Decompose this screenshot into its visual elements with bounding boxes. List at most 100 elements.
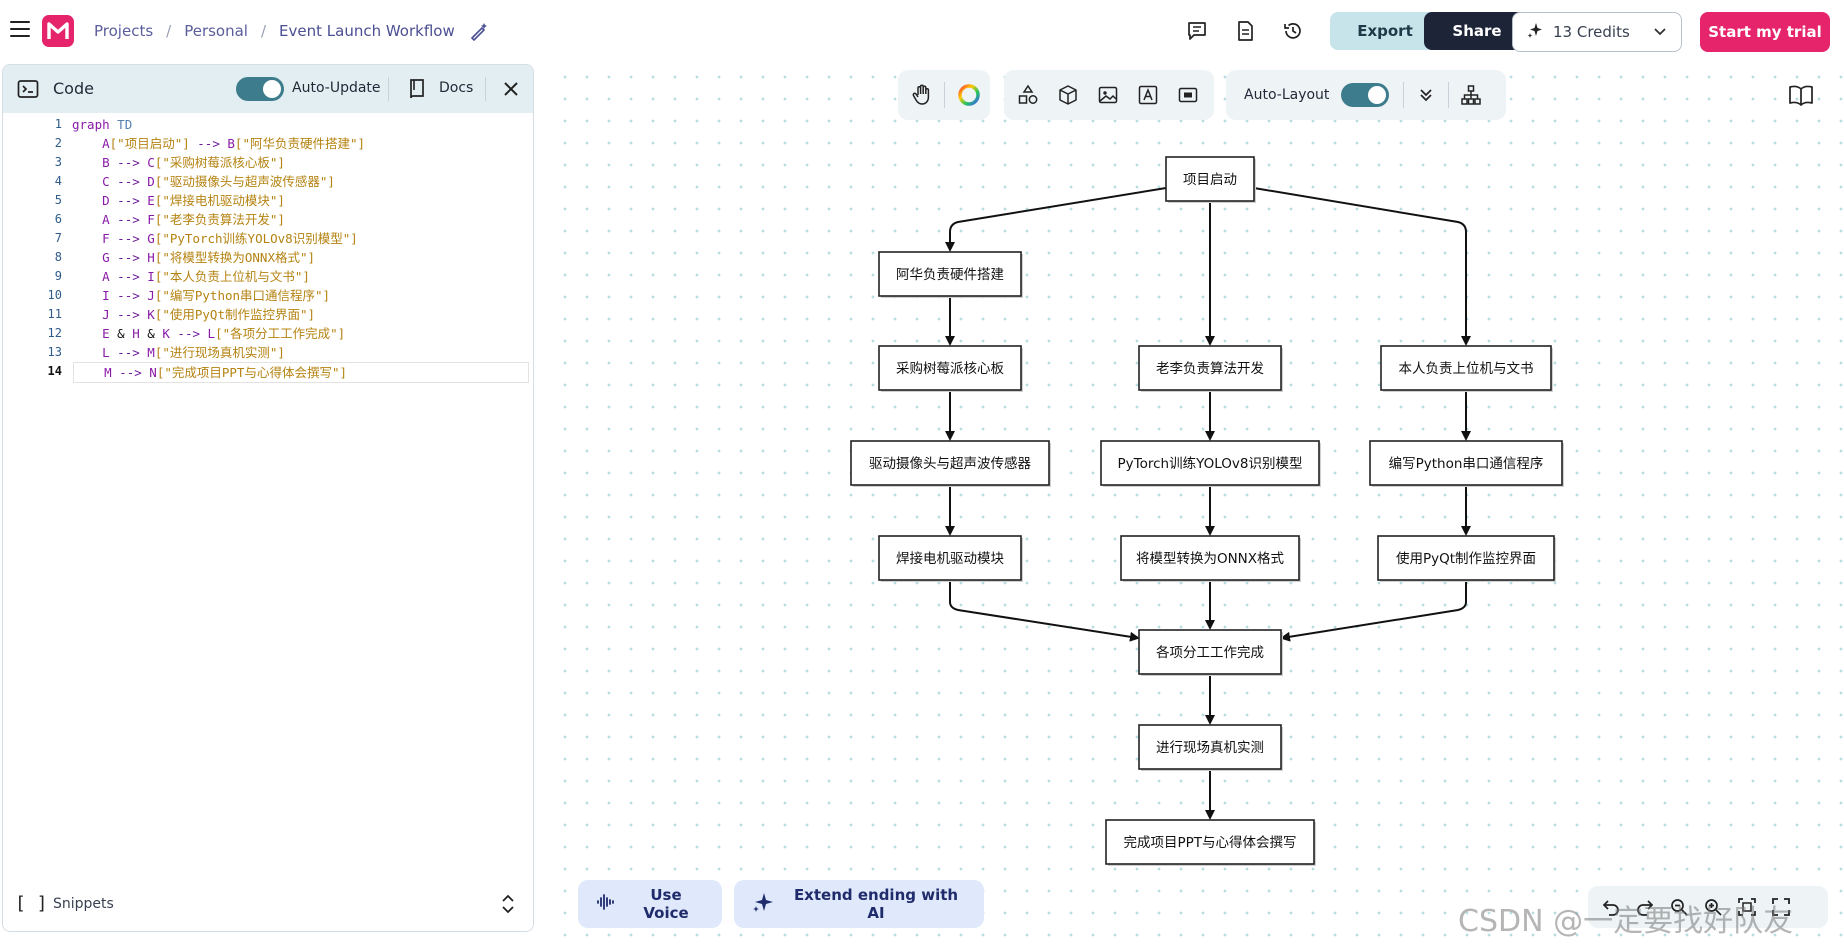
fullscreen-icon[interactable] [1766,892,1796,922]
flow-node-g[interactable]: PyTorch训练YOLOv8识别模型 [1100,440,1321,487]
hand-icon[interactable] [906,79,938,111]
snippets-bar[interactable]: [ ] Snippets [3,879,533,931]
breadcrumb-separator: / [166,22,172,40]
flow-node-k[interactable]: 使用PyQt制作监控界面 [1377,535,1556,582]
document-icon[interactable] [1232,18,1258,44]
flow-node-f[interactable]: 老李负责算法开发 [1138,345,1283,392]
line-number: 14 [47,364,62,378]
code-icon [17,79,39,99]
text-icon[interactable] [1132,79,1164,111]
fit-view-icon[interactable] [1732,892,1762,922]
divider [1448,82,1450,108]
code-line[interactable]: 12 E & H & K --> L["各项分工工作完成"] [3,324,533,343]
code-text: J --> K["使用PyQt制作监控界面"] [102,307,316,322]
shapes-icon[interactable] [1012,79,1044,111]
redo-icon[interactable] [1630,892,1660,922]
svg-text:将模型转换为ONNX格式: 将模型转换为ONNX格式 [1136,551,1285,567]
code-text: C --> D["驱动摄像头与超声波传感器"] [102,174,335,189]
code-text: graph TD [72,117,133,132]
extend-with-ai-button[interactable]: Extend ending with AI [734,880,984,928]
open-book-icon[interactable] [1786,80,1816,110]
code-line[interactable]: 2 A["项目启动"] --> B["阿华负责硬件搭建"] [3,134,533,153]
line-number: 8 [54,250,62,264]
flow-node-j[interactable]: 编写Python串口通信程序 [1369,440,1564,487]
code-line[interactable]: 3 B --> C["采购树莓派核心板"] [3,153,533,172]
flow-node-a[interactable]: 项目启动 [1165,156,1256,203]
code-line[interactable]: 13 L --> M["进行现场真机实测"] [3,343,533,362]
zoom-out-icon[interactable] [1664,892,1694,922]
canvas-toolbar-hand [898,70,990,120]
flow-node-c[interactable]: 采购树莓派核心板 [878,345,1023,392]
flow-node-l[interactable]: 各项分工工作完成 [1138,629,1283,676]
flow-node-h[interactable]: 将模型转换为ONNX格式 [1120,535,1301,582]
zoom-in-icon[interactable] [1698,892,1728,922]
edge-e-l [949,580,1140,642]
line-number: 3 [54,155,62,169]
start-trial-button[interactable]: Start my trial [1700,12,1830,52]
undo-icon[interactable] [1596,892,1626,922]
use-voice-label: Use Voice [643,886,689,922]
diagram-canvas[interactable] [548,62,1844,949]
code-line[interactable]: 5 D --> E["焊接电机驱动模块"] [3,191,533,210]
breadcrumb-projects[interactable]: Projects [94,22,154,40]
flow-node-m[interactable]: 进行现场真机实测 [1138,724,1283,771]
code-text: M --> N["完成项目PPT与心得体会撰写"] [73,362,529,383]
flow-node-e[interactable]: 焊接电机驱动模块 [878,535,1023,582]
logo-icon[interactable] [42,15,74,47]
close-icon[interactable] [499,77,523,101]
breadcrumb-separator: / [260,22,267,40]
history-icon[interactable] [1280,18,1306,44]
code-panel-title: Code [53,79,94,98]
expand-collapse-icon[interactable] [497,891,519,917]
frame-icon[interactable] [1172,79,1204,111]
code-text: D --> E["焊接电机驱动模块"] [102,193,285,208]
flow-node-b[interactable]: 阿华负责硬件搭建 [878,251,1023,298]
double-chevron-down-icon[interactable] [1410,79,1442,111]
credits-button[interactable]: 13 Credits [1512,12,1682,52]
code-line[interactable]: 14 M --> N["完成项目PPT与心得体会撰写"] [3,362,533,383]
comment-icon[interactable] [1184,18,1210,44]
snippets-label: Snippets [53,896,114,912]
breadcrumb-personal[interactable]: Personal [184,22,248,40]
hierarchy-icon[interactable] [1455,79,1487,111]
auto-layout-toggle[interactable] [1341,83,1390,107]
docs-link[interactable]: Docs [439,80,474,96]
flow-node-i[interactable]: 本人负责上位机与文书 [1380,345,1553,392]
cube-icon[interactable] [1052,79,1084,111]
auto-update-toggle[interactable] [236,77,284,101]
code-text: G --> H["将模型转换为ONNX格式"] [102,250,316,265]
magic-edit-icon[interactable] [469,21,489,42]
code-panel-header: Code Auto-Update Docs [3,65,533,113]
code-line[interactable]: 7 F --> G["PyTorch训练YOLOv8识别模型"] [3,229,533,248]
flow-node-d[interactable]: 驱动摄像头与超声波传感器 [850,440,1051,487]
svg-text:使用PyQt制作监控界面: 使用PyQt制作监控界面 [1396,550,1536,567]
code-line[interactable]: 11 J --> K["使用PyQt制作监控界面"] [3,305,533,324]
svg-text:进行现场真机实测: 进行现场真机实测 [1156,740,1264,756]
code-line[interactable]: 9 A --> I["本人负责上位机与文书"] [3,267,533,286]
divider [485,77,486,101]
divider [944,82,945,108]
auto-layout-label: Auto-Layout [1244,87,1330,103]
canvas-bottom-toolbar [1588,886,1828,928]
edge-k-l [1280,580,1467,642]
code-text: I --> J["编写Python串口通信程序"] [102,288,331,303]
code-line[interactable]: 4 C --> D["驱动摄像头与超声波传感器"] [3,172,533,191]
code-text: A --> I["本人负责上位机与文书"] [102,269,310,284]
svg-text:老李负责算法开发: 老李负责算法开发 [1156,361,1264,377]
code-line[interactable]: 10 I --> J["编写Python串口通信程序"] [3,286,533,305]
color-wheel-icon[interactable] [953,79,985,111]
use-voice-button[interactable]: Use Voice [578,880,722,928]
export-button[interactable]: Export [1330,12,1440,50]
code-line[interactable]: 6 A --> F["老李负责算法开发"] [3,210,533,229]
line-number: 2 [54,136,62,150]
image-icon[interactable] [1092,79,1124,111]
menu-icon[interactable] [10,21,30,37]
breadcrumb-current[interactable]: Event Launch Workflow [279,22,455,40]
book-icon[interactable] [408,78,426,100]
code-line[interactable]: 8 G --> H["将模型转换为ONNX格式"] [3,248,533,267]
flow-node-n[interactable]: 完成项目PPT与心得体会撰写 [1105,819,1316,866]
canvas-toolbar-insert [1004,70,1214,120]
canvas-toolbar-layout: Auto-Layout [1226,70,1506,120]
